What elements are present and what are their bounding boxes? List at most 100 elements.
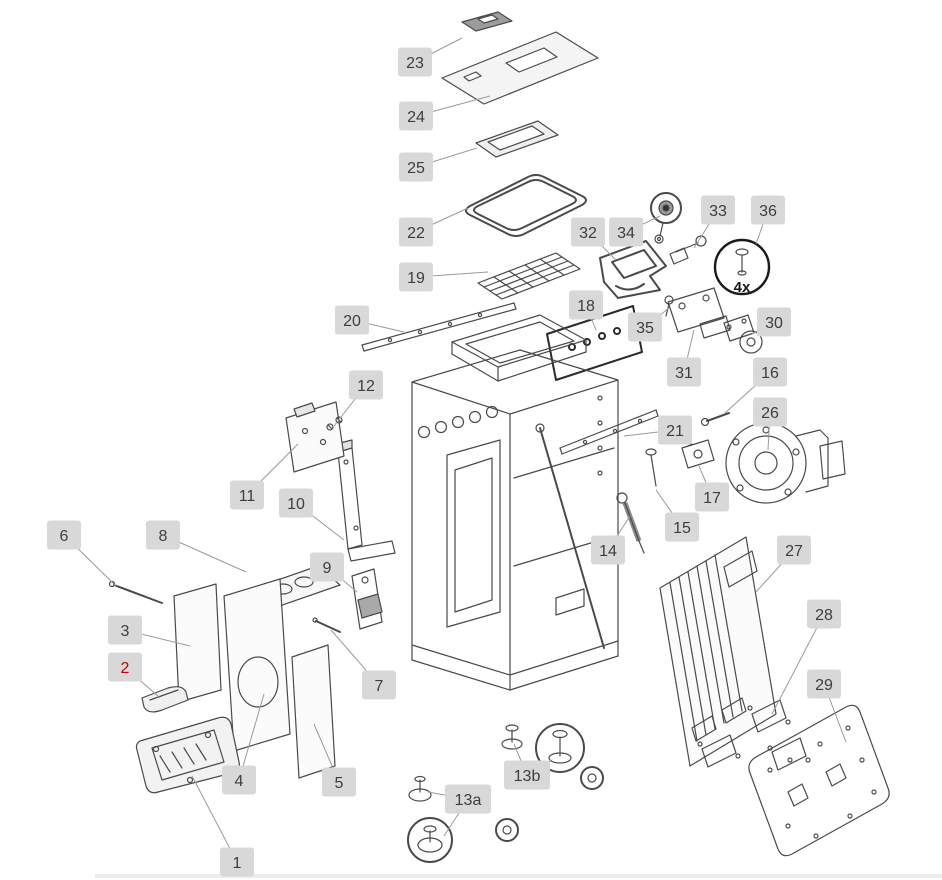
part-callout-33: 33 <box>693 195 735 249</box>
part-callout-29: 29 <box>807 669 847 743</box>
part-callout-7: 7 <box>330 629 396 700</box>
part-label-text: 35 <box>636 320 654 337</box>
part-label-text: 16 <box>761 365 779 382</box>
part-callout-8: 8 <box>146 520 247 573</box>
part-26-blower <box>725 422 846 504</box>
part-label-box <box>701 195 735 225</box>
part-label-box <box>108 615 142 645</box>
part-25-inner-lid <box>475 120 559 158</box>
part-label-text: 13a <box>455 792 482 809</box>
quantity-annotation: 4x <box>734 279 751 296</box>
part-callout-23: 23 <box>398 37 463 77</box>
part-5-side-panel <box>291 644 336 779</box>
part-label-box <box>591 535 625 565</box>
part-label-box <box>751 195 785 225</box>
part-callout-1: 1 <box>191 775 254 877</box>
part-label-box <box>362 670 396 700</box>
part-22-gasket-ring <box>465 174 587 237</box>
part-callout-2: 2 <box>108 652 161 699</box>
part-10-support-bracket <box>335 439 396 562</box>
part-callout-26: 26 <box>753 397 787 451</box>
part-label-box <box>667 357 701 387</box>
part-label-text: 4 <box>235 773 244 790</box>
part-callout-34: 34 <box>609 215 661 247</box>
part-label-text: 9 <box>323 560 332 577</box>
part-label-text: 18 <box>577 298 595 315</box>
part-18-plate <box>546 305 643 381</box>
part-label-box <box>504 760 550 790</box>
part-callout-28: 28 <box>771 599 841 715</box>
part-31-bracket <box>667 287 731 339</box>
part-callout-10: 10 <box>279 488 345 541</box>
part-callout-16: 16 <box>723 357 787 415</box>
part-27-back-panel <box>659 536 777 767</box>
part-label-text: 14 <box>599 543 617 560</box>
part-label-text: 34 <box>617 225 635 242</box>
part-label-box <box>807 599 841 629</box>
part-callout-19: 19 <box>399 262 489 292</box>
part-callout-15: 15 <box>655 489 699 542</box>
part-label-text: 17 <box>703 490 721 507</box>
part-label-box <box>571 217 605 247</box>
part-7-rod <box>312 617 341 633</box>
part-label-box <box>310 552 344 582</box>
part-16-screw <box>700 412 730 427</box>
part-6-rod <box>108 580 163 604</box>
part-label-box <box>322 767 356 797</box>
part-callout-9: 9 <box>310 552 358 593</box>
part-callout-4: 4 <box>222 693 265 795</box>
part-3-side-panel <box>173 583 222 703</box>
part-callout-35: 35 <box>628 307 670 342</box>
part-label-box <box>753 397 787 427</box>
part-label-box <box>777 535 811 565</box>
part-label-box <box>220 847 254 877</box>
part-11-panel <box>285 401 345 473</box>
part-13b-feet <box>501 723 604 790</box>
part-callout-22: 22 <box>399 207 469 247</box>
part-label-text: 2 <box>121 660 130 677</box>
leader-line <box>771 613 825 715</box>
part-label-text: 19 <box>407 270 425 287</box>
part-callout-31: 31 <box>667 329 701 387</box>
part-callout-6: 6 <box>47 520 117 587</box>
part-2-scoop <box>141 686 189 713</box>
part-label-box <box>47 520 81 550</box>
part-callout-18: 18 <box>569 290 603 331</box>
part-label-box <box>445 784 491 814</box>
part-label-box <box>349 370 383 400</box>
part-label-text: 5 <box>335 775 344 792</box>
part-label-text: 13b <box>514 768 541 785</box>
part-label-text: 24 <box>407 109 425 126</box>
part-label-text: 3 <box>121 623 130 640</box>
part-callout-14: 14 <box>591 515 631 565</box>
part-15-screw <box>645 448 657 487</box>
part-label-box <box>146 520 180 550</box>
part-label-box <box>569 290 603 320</box>
part-label-text: 7 <box>375 678 384 695</box>
part-label-text: 22 <box>407 225 425 242</box>
part-label-text: 29 <box>815 677 833 694</box>
part-label-text: 10 <box>287 496 305 513</box>
part-label-box <box>757 307 791 337</box>
part-label-box <box>658 415 692 445</box>
part-17-switch <box>681 439 715 469</box>
part-label-text: 15 <box>673 520 691 537</box>
part-30-motor <box>723 314 763 354</box>
part-label-text: 32 <box>579 225 597 242</box>
part-label-box <box>335 305 369 335</box>
part-callout-32: 32 <box>571 217 617 261</box>
part-1-base <box>135 716 240 794</box>
part-label-box <box>230 480 264 510</box>
part-label-box <box>807 669 841 699</box>
part-callout-12: 12 <box>333 370 383 427</box>
part-4-side-panel-hole <box>223 578 291 752</box>
part-label-box <box>399 152 433 182</box>
part-callout-27: 27 <box>755 535 811 593</box>
part-21-rail <box>559 409 659 455</box>
part-label-box <box>753 357 787 387</box>
part-33-lever <box>669 235 707 265</box>
part-28-cover-plates <box>697 699 811 771</box>
part-label-box <box>399 217 433 247</box>
part-label-text: 20 <box>343 313 361 330</box>
